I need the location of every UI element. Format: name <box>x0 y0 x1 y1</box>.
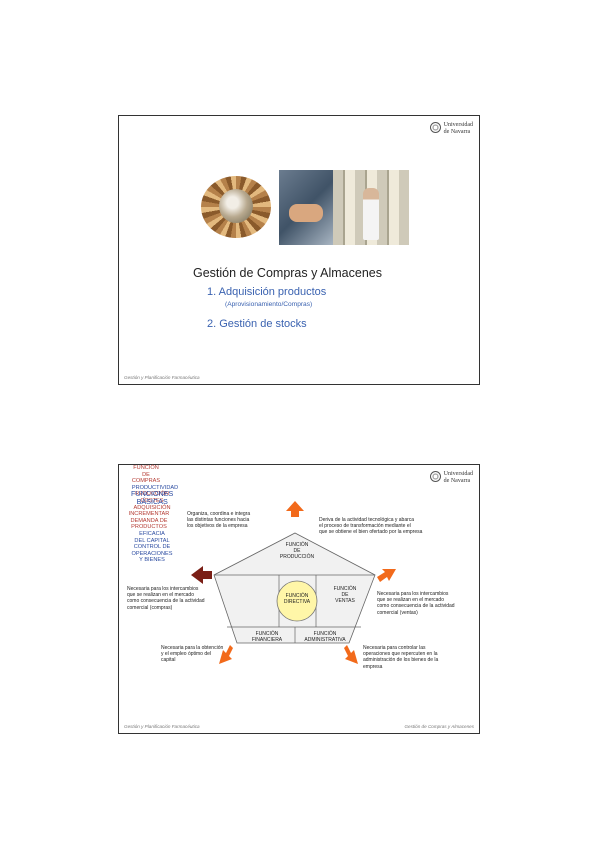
slide-1: Universidad de Navarra Gestión de Compra… <box>118 115 480 385</box>
note-compras: Necesaria para los intercambios que se r… <box>127 586 205 611</box>
university-logo: Universidad de Navarra <box>429 122 473 135</box>
globe-boxes-photo <box>193 170 279 245</box>
slide-2: Universidad de Navarra <box>118 464 480 734</box>
eficacia-arrow <box>219 645 233 664</box>
university-seal-icon <box>429 122 441 133</box>
handshake-photo <box>279 170 333 245</box>
list-item-stocks: 2. Gestión de stocks <box>207 318 307 330</box>
note-administrativa: Necesaria para controlar las operaciones… <box>363 645 439 670</box>
logo-line-2: de Navarra <box>443 477 471 484</box>
slide-footer-left: Gestión y Planificación Farmacéutica <box>124 724 200 729</box>
label-funcion-financiera: FUNCIÓN FINANCIERA <box>251 631 283 644</box>
note-directiva: Organiza, coordina e integra las distint… <box>187 511 251 530</box>
list-item-adquisicion: 1. Adquisición productos <box>207 286 327 298</box>
university-seal-icon <box>429 471 441 482</box>
label-funcion-compras: FUNCIÓN DE COMPRAS <box>131 465 161 485</box>
slide-title: Gestión de Compras y Almacenes <box>193 266 382 280</box>
logo-line-1: Universidad <box>443 122 473 128</box>
center-circle <box>276 580 318 622</box>
note-financiera: Necesaria para la obtención y el empleo … <box>161 645 224 664</box>
outcome-reduccion-costes: REDUCCIÓN COSTES ADQUISICIÓN <box>133 491 171 511</box>
note-produccion: Deriva de la actividad tecnológica y aba… <box>319 517 423 536</box>
outcome-eficacia-capital: EFICACIA DEL CAPITAL <box>134 530 170 544</box>
label-funcion-directiva: FUNCIÓN DIRECTIVA <box>283 593 311 606</box>
university-logo: Universidad de Navarra <box>429 471 473 484</box>
control-arrow <box>344 645 358 664</box>
note-ventas: Necesaria para los intercambios que se r… <box>377 591 455 616</box>
header-photo-strip <box>193 170 409 245</box>
reduccion-arrow <box>191 566 212 584</box>
label-funcion-ventas: FUNCIÓN DE VENTAS <box>333 586 357 605</box>
outcome-control-operaciones: CONTROL DE OPERACIONES Y BIENES <box>131 544 173 564</box>
pharmacy-shelves-photo <box>333 170 409 245</box>
outcome-incrementar-demanda: INCREMENTAR DEMANDA DE PRODUCTOS <box>128 511 170 531</box>
logo-line-1: Universidad <box>443 471 473 477</box>
label-funcion-administrativa: FUNCIÓN ADMINISTRATIVA <box>304 631 346 644</box>
label-funcion-produccion: FUNCIÓN DE PRODUCCIÓN <box>279 542 315 561</box>
incrementar-arrow <box>377 569 396 582</box>
slide-footer: Gestión y Planificación Farmacéutica <box>124 375 200 380</box>
outcome-productividad: PRODUCTIVIDAD <box>131 484 179 491</box>
logo-line-2: de Navarra <box>443 128 471 135</box>
slide-footer-right: Gestión de Compras y Almacenes <box>404 724 474 729</box>
functions-pentagon-diagram <box>191 501 396 664</box>
list-item-adquisicion-subtitle: (Aprovisionamiento/Compras) <box>225 301 313 308</box>
productividad-arrow <box>286 501 304 517</box>
diagram-heading: FUNCIONES BÁSICAS <box>131 489 174 506</box>
